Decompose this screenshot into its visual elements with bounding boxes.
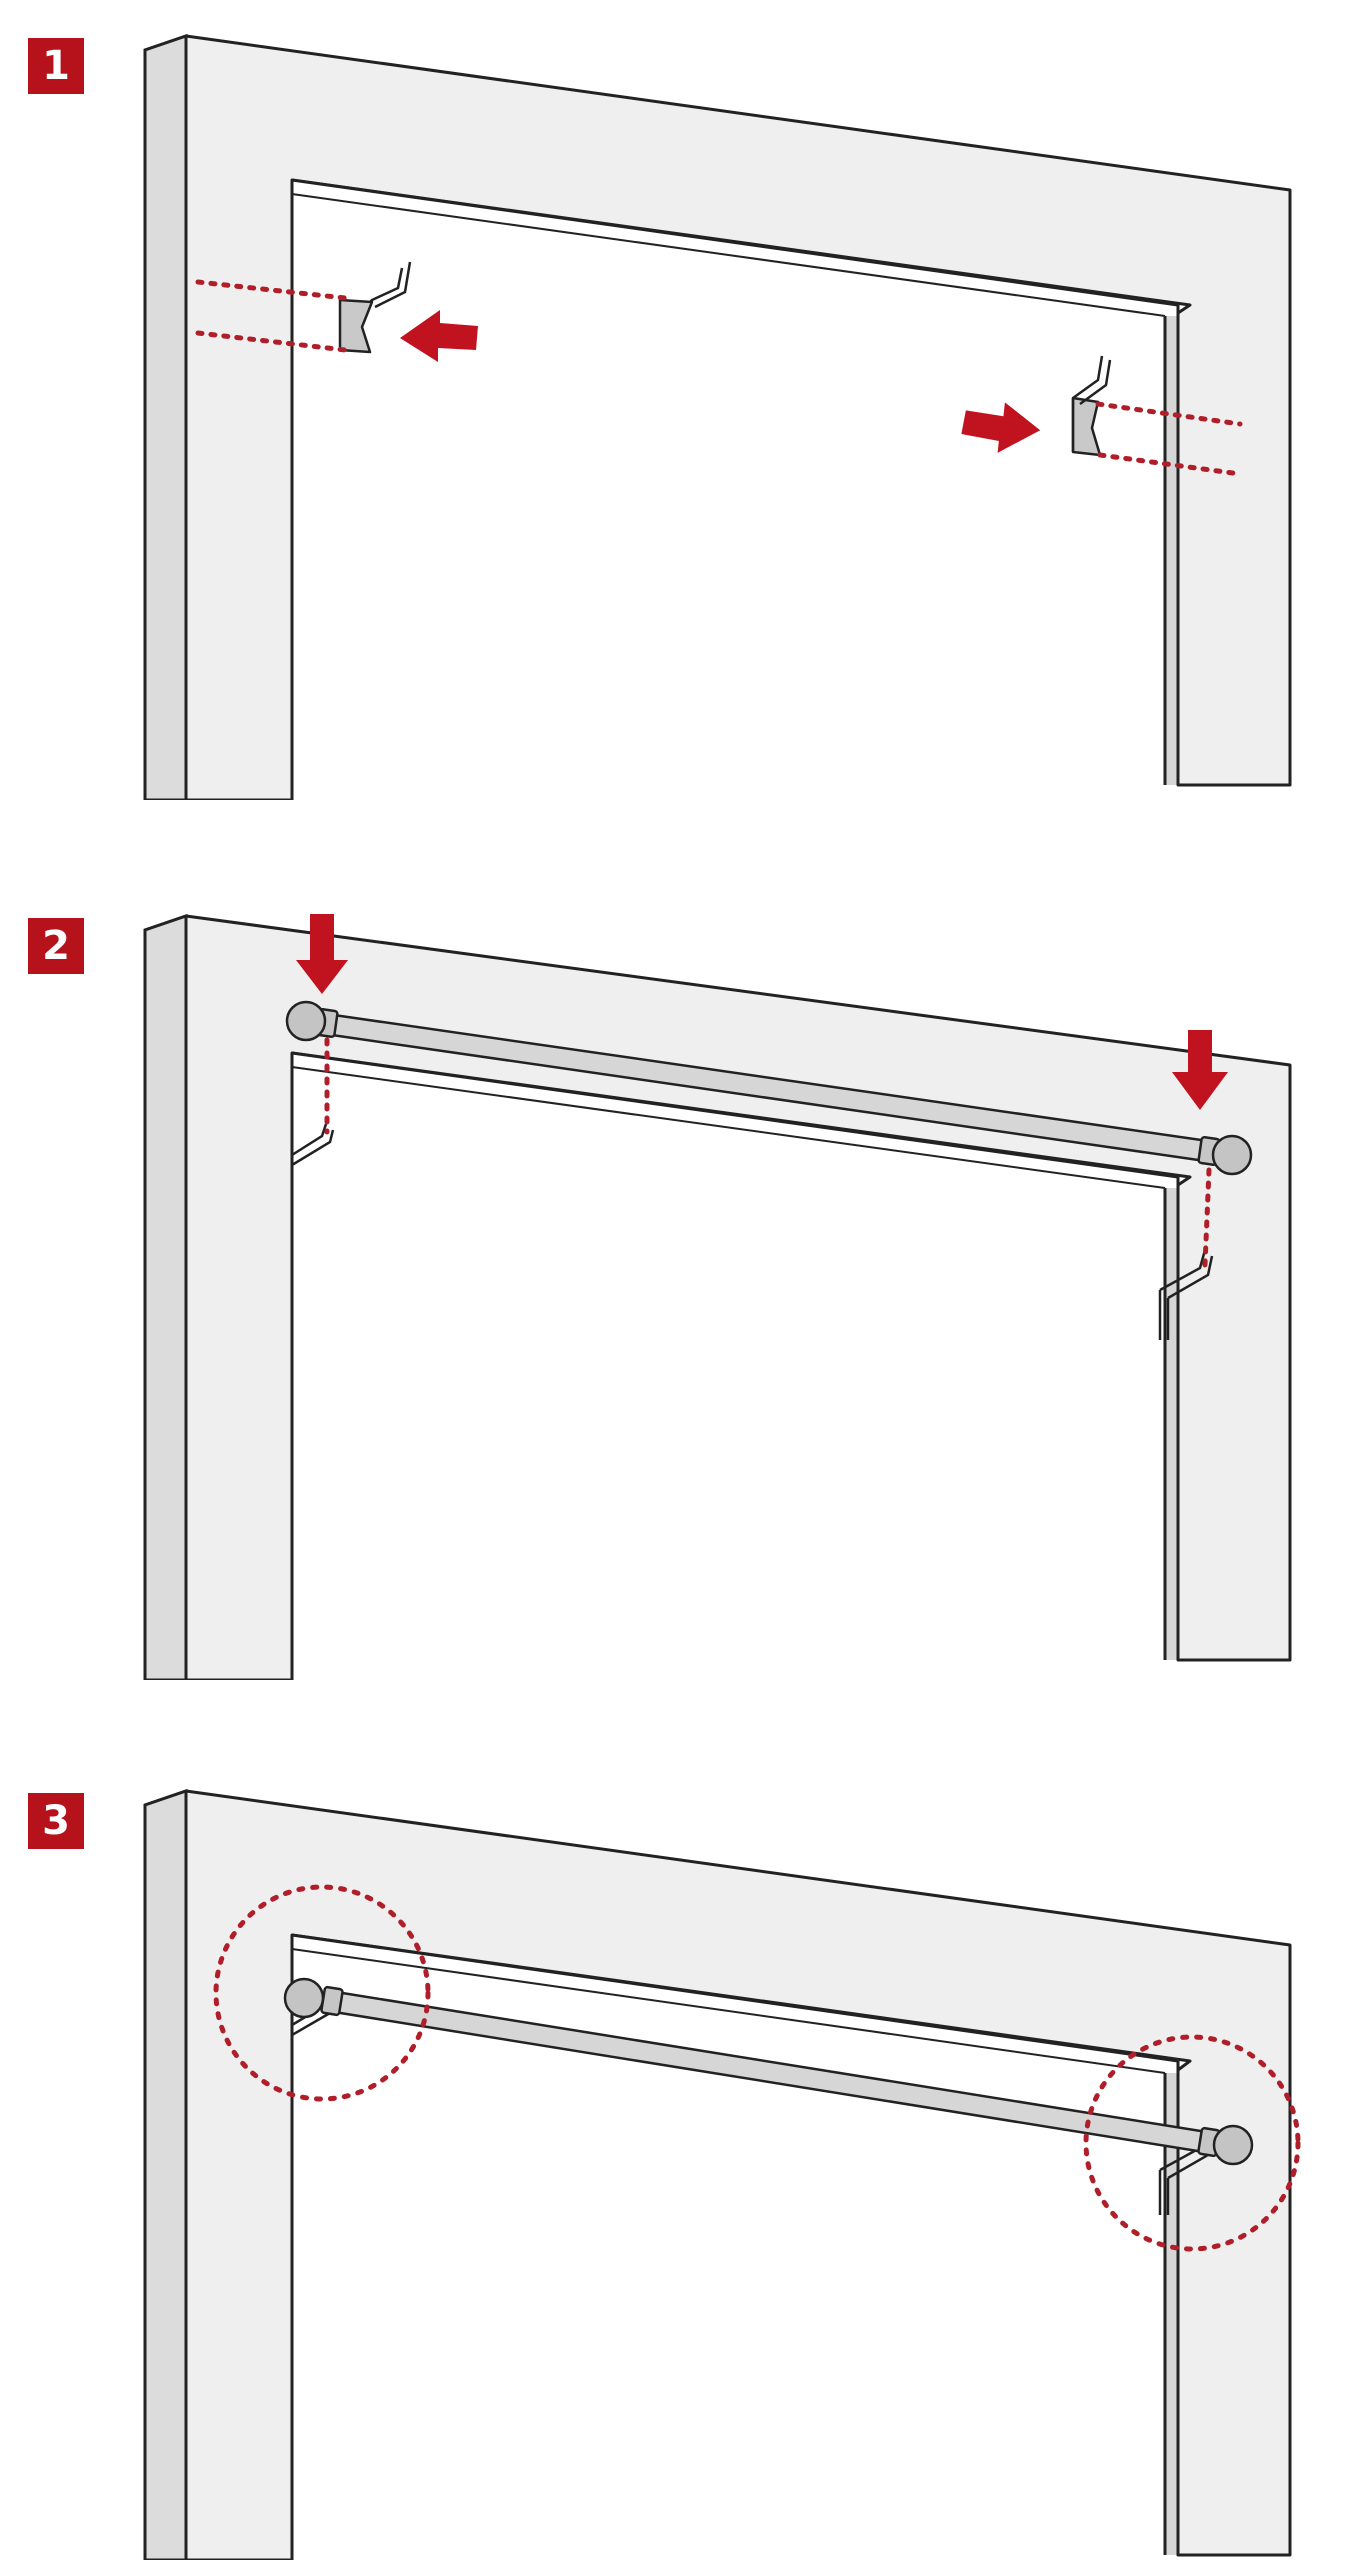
step-1-illustration [143,33,1292,800]
step-1: 1 [0,0,1353,800]
down-arrow-left [296,914,348,994]
step-number-badge: 1 [28,38,84,94]
door-frame-side [143,1788,188,2560]
right-bracket [1158,1249,1214,1340]
left-bracket [338,261,412,354]
curtain-rod [285,1000,1253,1176]
right-bracket [1071,355,1112,457]
door-opening [292,1935,1178,2555]
curtain-rod [283,1977,1254,2166]
step-2: 2 [0,880,1353,1680]
left-bracket [291,1123,335,1167]
step-number-badge: 2 [28,918,84,974]
step-number-badge: 3 [28,1793,84,1849]
dotted-guide-lines [195,279,1243,477]
push-arrow-right [961,402,1041,453]
right-highlight-circle [1083,2034,1301,2252]
push-arrow-left [400,310,478,362]
left-highlight-circle [213,1884,431,2102]
door-frame-side [143,913,188,1680]
step-3-illustration [143,1788,1301,2560]
step-3: 3 [0,1755,1353,2560]
door-opening [292,180,1178,785]
door-opening [292,1053,1178,1660]
door-frame-side [143,33,188,800]
step-2-illustration [143,913,1292,1680]
dotted-guide-lines [324,1037,1212,1268]
down-arrow-right [1172,1030,1228,1110]
highlight-circles [213,1884,1301,2252]
